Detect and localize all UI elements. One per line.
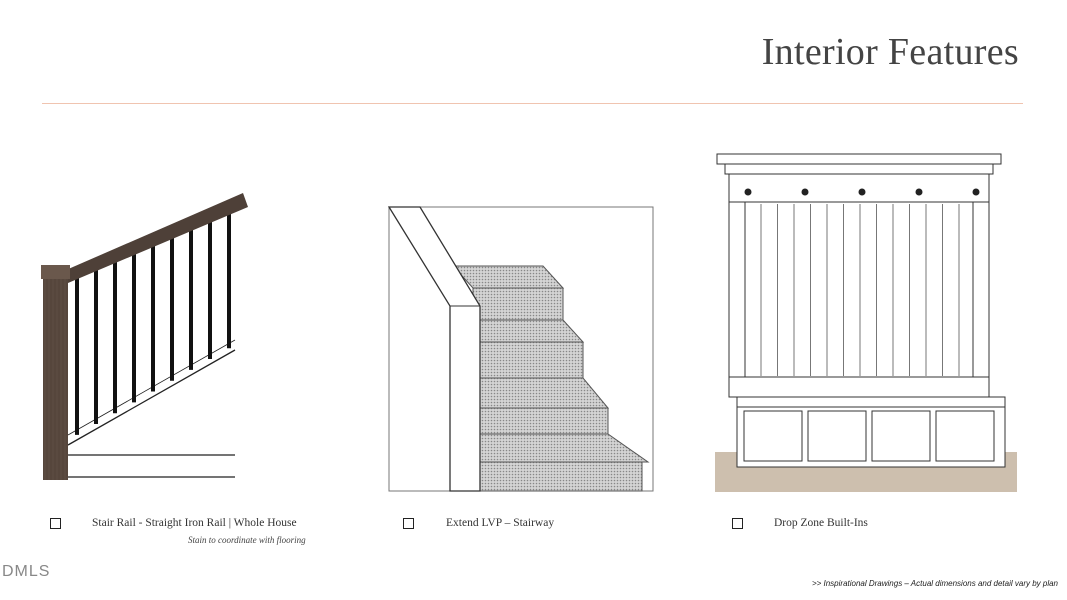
company-logo: DMLS xyxy=(2,563,51,580)
coat-hook-icon xyxy=(744,188,752,196)
stair-rail-checkbox[interactable] xyxy=(50,518,61,529)
stair-rail-illustration xyxy=(41,193,248,480)
cubby xyxy=(935,410,995,462)
page-title: Interior Features xyxy=(761,31,1019,73)
drop-zone-label: Drop Zone Built-Ins xyxy=(774,517,868,529)
disclaimer: >> Inspirational Drawings – Actual dimen… xyxy=(811,579,1058,588)
cubby xyxy=(807,410,867,462)
coat-hook-icon xyxy=(972,188,980,196)
lvp-stairway-illustration xyxy=(388,206,654,492)
coat-hook-icon xyxy=(801,188,809,196)
stair-rail-note: Stain to coordinate with flooring xyxy=(188,535,306,545)
cubby xyxy=(871,410,931,462)
title-divider xyxy=(42,103,1023,104)
extend-lvp-label: Extend LVP – Stairway xyxy=(446,517,555,529)
extend-lvp-checkbox[interactable] xyxy=(403,518,414,529)
coat-hook-icon xyxy=(915,188,923,196)
drop-zone-illustration xyxy=(715,153,1017,492)
cubby xyxy=(743,410,803,462)
stair-rail-label: Stair Rail - Straight Iron Rail | Whole … xyxy=(92,517,297,529)
drop-zone-checkbox[interactable] xyxy=(732,518,743,529)
coat-hook-icon xyxy=(858,188,866,196)
